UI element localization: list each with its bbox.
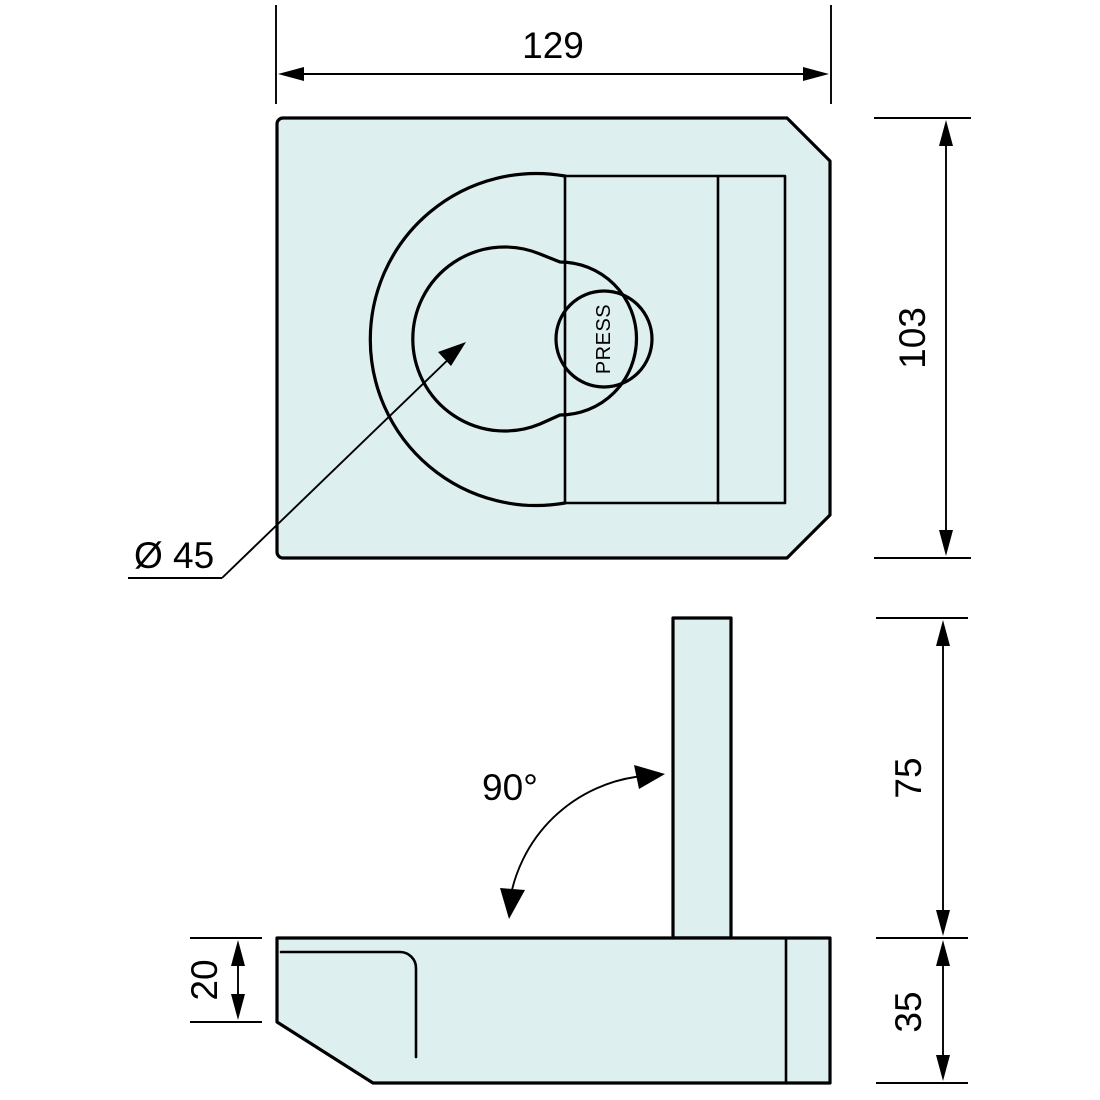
arrow-top-75 (936, 620, 950, 646)
arrow-head-45 (438, 342, 466, 366)
outer-recess-arc (368, 171, 567, 508)
arrow-right-129 (803, 67, 829, 81)
press-label: PRESS (593, 304, 615, 374)
dim-text-diameter-45: Ø 45 (134, 535, 214, 576)
arrow-bottom-103 (939, 530, 953, 556)
dimension-75: 75 (876, 617, 968, 939)
angle-arc-90 (508, 775, 644, 907)
arrow-top-20 (231, 940, 245, 966)
press-button-circle[interactable] (554, 289, 654, 389)
arrow-left-129 (278, 67, 304, 81)
dim-text-129: 129 (522, 25, 584, 66)
side-view-base-body (275, 936, 832, 1085)
dimension-129: 129 (275, 5, 832, 104)
top-view: PRESS 129 103 Ø 45 (128, 5, 971, 579)
dim-text-103: 103 (892, 307, 933, 369)
dim-text-20: 20 (184, 959, 225, 1000)
arrow-upper-90 (634, 765, 665, 789)
side-view-vertical-tab (671, 616, 733, 940)
dimension-20: 20 (184, 937, 262, 1023)
arrow-lower-90 (500, 888, 525, 919)
top-view-plate-outline (275, 116, 832, 560)
arrow-top-35 (936, 940, 950, 966)
dim-text-35: 35 (888, 991, 929, 1032)
leader-slope-45 (221, 351, 457, 579)
dimension-103: 103 (874, 117, 971, 559)
dimension-35: 35 (876, 940, 968, 1084)
dimension-90-degrees: 90° (482, 765, 665, 919)
arrow-top-103 (939, 120, 953, 146)
side-view: 90° 75 35 20 (184, 616, 968, 1085)
dim-text-90: 90° (482, 767, 538, 808)
side-view-top-face-line (279, 950, 418, 1059)
lever-teardrop-outline (411, 245, 639, 433)
arrow-bottom-35 (936, 1055, 950, 1081)
dimension-diameter-45: Ø 45 (128, 342, 466, 579)
arrow-bottom-75 (936, 910, 950, 936)
arrow-bottom-20 (231, 994, 245, 1020)
inner-rect-outline (563, 174, 787, 505)
dim-text-75: 75 (888, 757, 929, 798)
